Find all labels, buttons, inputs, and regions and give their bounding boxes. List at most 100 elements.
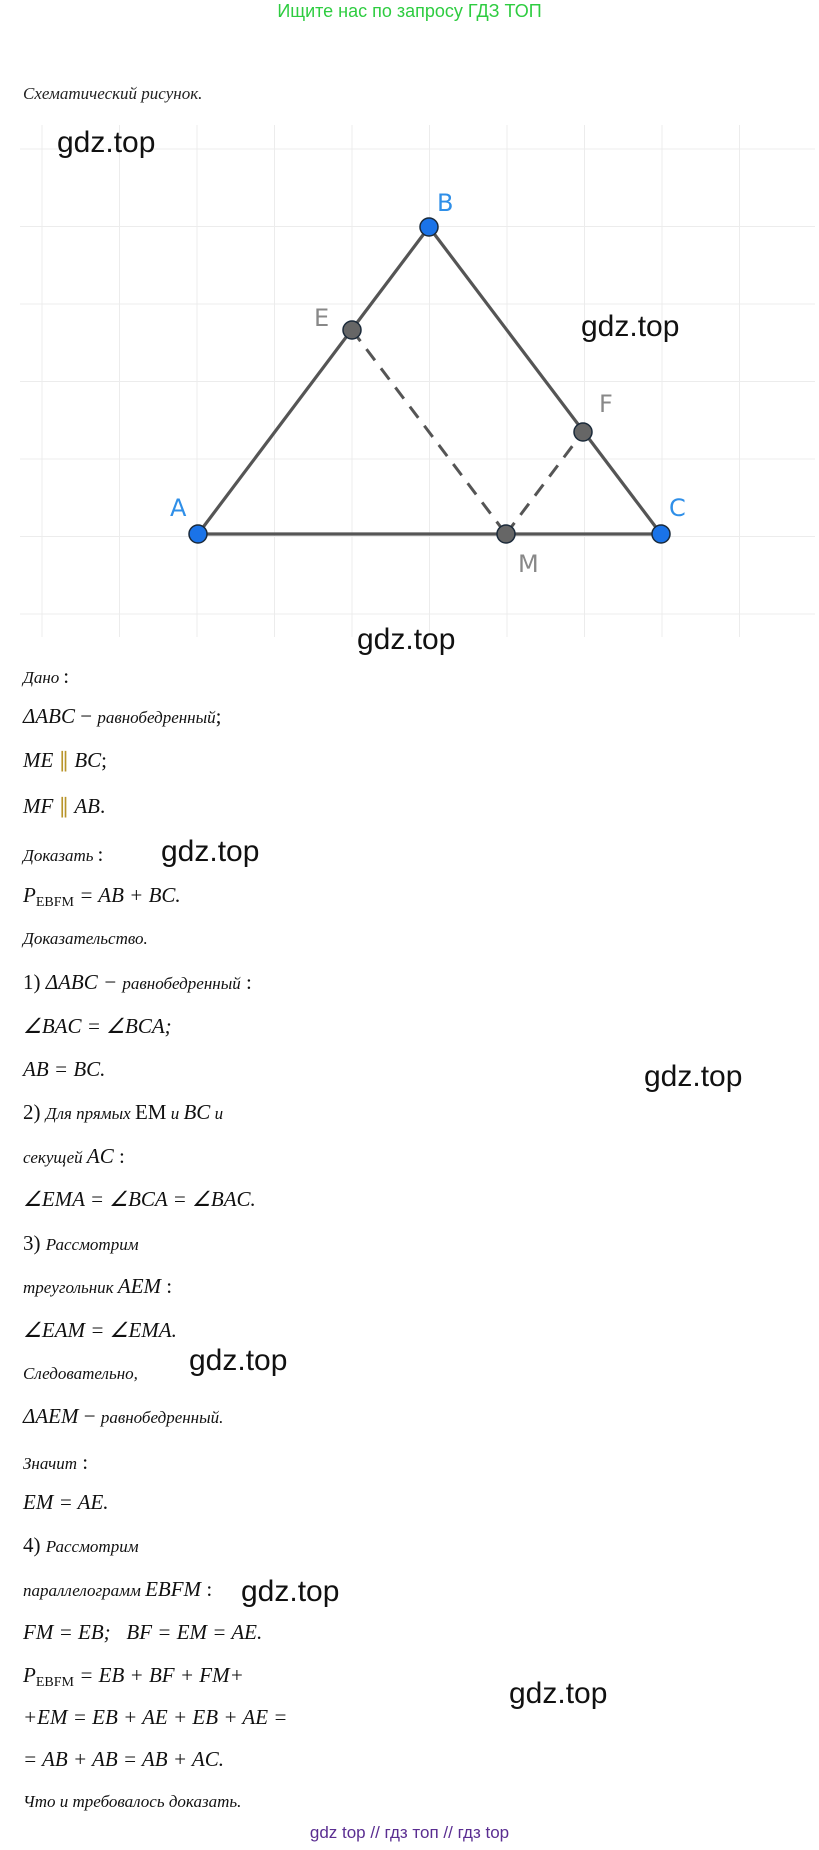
given-heading: Дано : — [23, 664, 69, 689]
punct: ; — [215, 704, 222, 728]
search-banner: Ищите нас по запросу ГДЗ ТОП — [277, 1, 542, 21]
segments — [196, 226, 663, 536]
text: и — [166, 1104, 184, 1123]
watermark: gdz.top — [189, 1344, 288, 1377]
colon: : — [97, 842, 104, 866]
figure-caption: Схематический рисунок. — [23, 84, 203, 103]
step-number: 4) — [23, 1533, 46, 1557]
colon: : — [77, 1450, 89, 1474]
given-line-1: ΔABC − равнобедренный; — [23, 704, 221, 729]
math-expr: BC — [183, 1100, 211, 1124]
point-label-M: M — [518, 550, 539, 578]
step-3-line-7: EM = AE. — [23, 1490, 109, 1514]
step-number: 2) — [23, 1100, 46, 1124]
text: Значит — [23, 1454, 78, 1473]
text: и — [210, 1104, 224, 1123]
step-4-line-4: PEBFM = EB + BF + FM+ — [23, 1663, 244, 1691]
step-3-line-2: треугольник AEM : — [23, 1274, 172, 1299]
watermark: gdz.top — [161, 835, 260, 868]
footer-link[interactable]: gdz top — [309, 1823, 366, 1842]
footer-link[interactable]: гдз топ — [384, 1823, 439, 1842]
text: Для прямых — [45, 1104, 135, 1123]
prove-label: Доказать — [23, 846, 94, 865]
step-3-line-5: ΔAEM − равнобедренный. — [23, 1404, 223, 1429]
math-expr: ΔABC — [23, 704, 75, 728]
watermark: gdz.top — [509, 1677, 608, 1710]
separator: // — [365, 1823, 385, 1842]
math-expr: EBFM — [145, 1577, 202, 1601]
step-3-line-4: Следовательно, — [23, 1364, 138, 1383]
given-line-2: ME ∥ BC; — [23, 748, 107, 773]
colon: : — [161, 1274, 173, 1298]
prove-statement: PEBFM = AB + BC. — [23, 883, 181, 911]
point-label-F: F — [599, 390, 613, 418]
dash: − — [75, 704, 98, 728]
parallel-sign: ∥ — [53, 748, 75, 772]
text: Рассмотрим — [45, 1235, 139, 1254]
subscript: EBFM — [35, 1675, 74, 1690]
point-F — [573, 422, 593, 442]
step-1-line-3: AB = BC. — [23, 1057, 106, 1081]
segment-AB — [196, 226, 431, 535]
watermark: gdz.top — [644, 1060, 743, 1093]
step-2-line-3: ∠EMA = ∠BCA = ∠BAC. — [23, 1187, 256, 1211]
footer-links: gdz top // гдз топ // гдз top — [0, 1823, 819, 1843]
math-expr: ME — [23, 748, 54, 772]
text: равнобедренный — [122, 974, 241, 993]
point-label-B: B — [437, 189, 453, 217]
segment-BC — [427, 226, 663, 535]
watermark: gdz.top — [581, 310, 680, 343]
step-4: 4) Рассмотрим — [23, 1533, 139, 1558]
math-expr: AC — [86, 1144, 114, 1168]
step-number: 1) — [23, 970, 46, 994]
step-1-line-2: ∠BAC = ∠BCA; — [23, 1014, 172, 1038]
perimeter-symbol: P — [23, 883, 36, 907]
point-A — [188, 524, 208, 544]
perimeter-symbol: P — [23, 1663, 36, 1687]
step-3-line-6: Значит : — [23, 1450, 88, 1475]
proof-heading: Доказательство. — [23, 929, 148, 948]
math-expr: AEM — [117, 1274, 162, 1298]
text: секущей — [23, 1148, 87, 1167]
given-line-3: MF ∥ AB. — [23, 794, 105, 819]
subscript: EBFM — [35, 895, 74, 910]
prove-heading: Доказать : — [23, 842, 103, 867]
math-expr: ΔAEM — [23, 1404, 79, 1428]
footer-link[interactable]: гдз top — [457, 1823, 510, 1842]
segment-MF — [504, 431, 585, 535]
step-2-line-2: секущей AC : — [23, 1144, 125, 1169]
step-4-line-3: FM = EB; BF = EM = AE. — [23, 1620, 263, 1644]
step-3: 3) Рассмотрим — [23, 1231, 139, 1256]
point-C — [651, 524, 671, 544]
colon: : — [113, 1144, 125, 1168]
dash: − — [78, 1404, 101, 1428]
separator: // — [438, 1823, 458, 1842]
point-B — [419, 217, 439, 237]
text: равнобедренный. — [100, 1408, 224, 1427]
step-4-line-5: +EM = EB + AE + EB + AE = — [23, 1705, 288, 1729]
step-4-line-6: = AB + AB = AB + AC. — [23, 1747, 224, 1771]
step-2: 2) Для прямых EM и BC и — [23, 1100, 223, 1125]
point-M — [496, 524, 516, 544]
grid — [20, 125, 815, 637]
math-expr: EM — [134, 1100, 167, 1124]
colon: : — [240, 970, 252, 994]
watermark: gdz.top — [357, 623, 456, 656]
points: A B C E F M — [170, 189, 686, 578]
text: треугольник — [23, 1278, 118, 1297]
conclusion: Что и требовалось доказать. — [23, 1792, 242, 1811]
point-label-A: A — [170, 494, 187, 522]
colon: : — [201, 1577, 213, 1601]
step-1: 1) ΔABC − равнобедренный : — [23, 970, 252, 995]
given-label: Дано — [23, 668, 60, 687]
point-E — [342, 320, 362, 340]
point-label-E: E — [314, 304, 329, 332]
step-number: 3) — [23, 1231, 46, 1255]
point-label-C: C — [669, 494, 686, 522]
watermark: gdz.top — [241, 1575, 340, 1608]
math-expr: = EB + BF + FM+ — [73, 1663, 244, 1687]
text: параллелограмм — [23, 1581, 146, 1600]
math-expr: ΔABC − — [45, 970, 123, 994]
math-expr: MF — [23, 794, 54, 818]
punct: . — [99, 794, 106, 818]
